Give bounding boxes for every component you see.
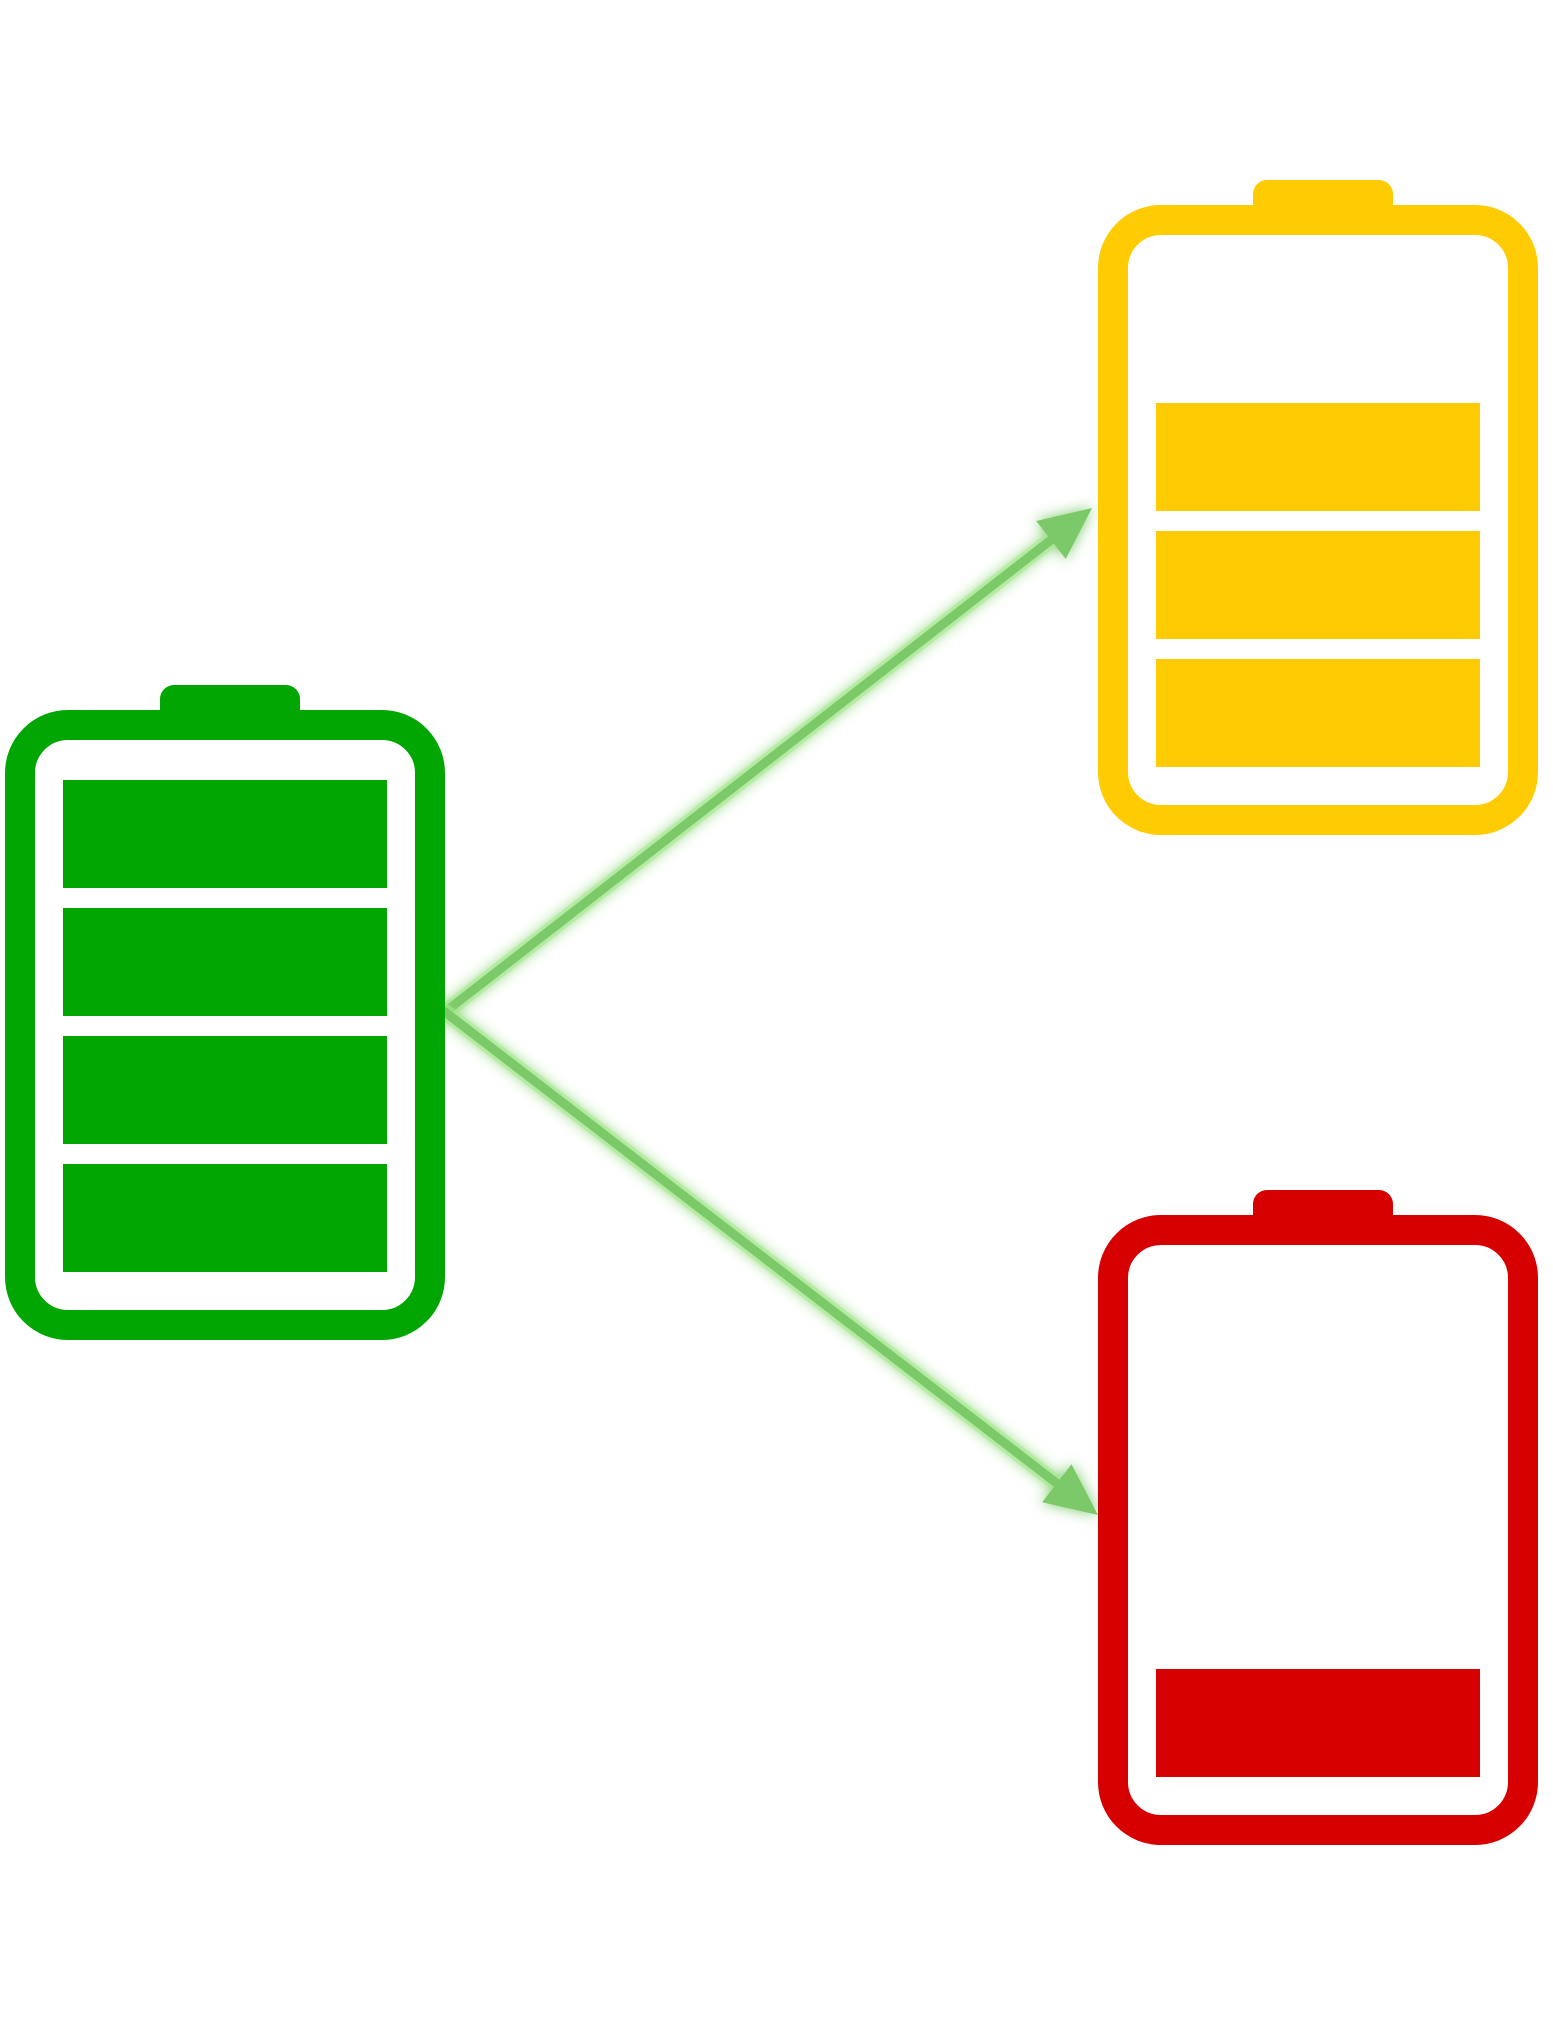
arrows [437, 508, 1098, 1515]
arrow-shaft [440, 535, 1056, 1017]
charge-bar [1156, 531, 1480, 639]
battery-medium [1098, 180, 1538, 835]
charge-bar [63, 1164, 387, 1272]
charge-bar [1156, 1669, 1480, 1777]
batteries [5, 180, 1538, 1845]
battery-full-icon [5, 685, 445, 1340]
battery-low-icon [1098, 1190, 1538, 1845]
arrow-shaft [440, 1007, 1062, 1488]
charge-bar [1156, 659, 1480, 767]
arrow-up-right-icon [437, 508, 1092, 1020]
charge-bar [63, 908, 387, 1016]
charge-bar [1156, 403, 1480, 511]
battery-medium-icon [1098, 180, 1538, 835]
charge-bar [63, 1036, 387, 1144]
battery-full [5, 685, 445, 1340]
arrow-head [1042, 1464, 1098, 1515]
charge-bar [63, 780, 387, 888]
battery-low [1098, 1190, 1538, 1845]
arrow-head [1036, 508, 1092, 559]
arrow-down-right-icon [437, 1004, 1098, 1515]
